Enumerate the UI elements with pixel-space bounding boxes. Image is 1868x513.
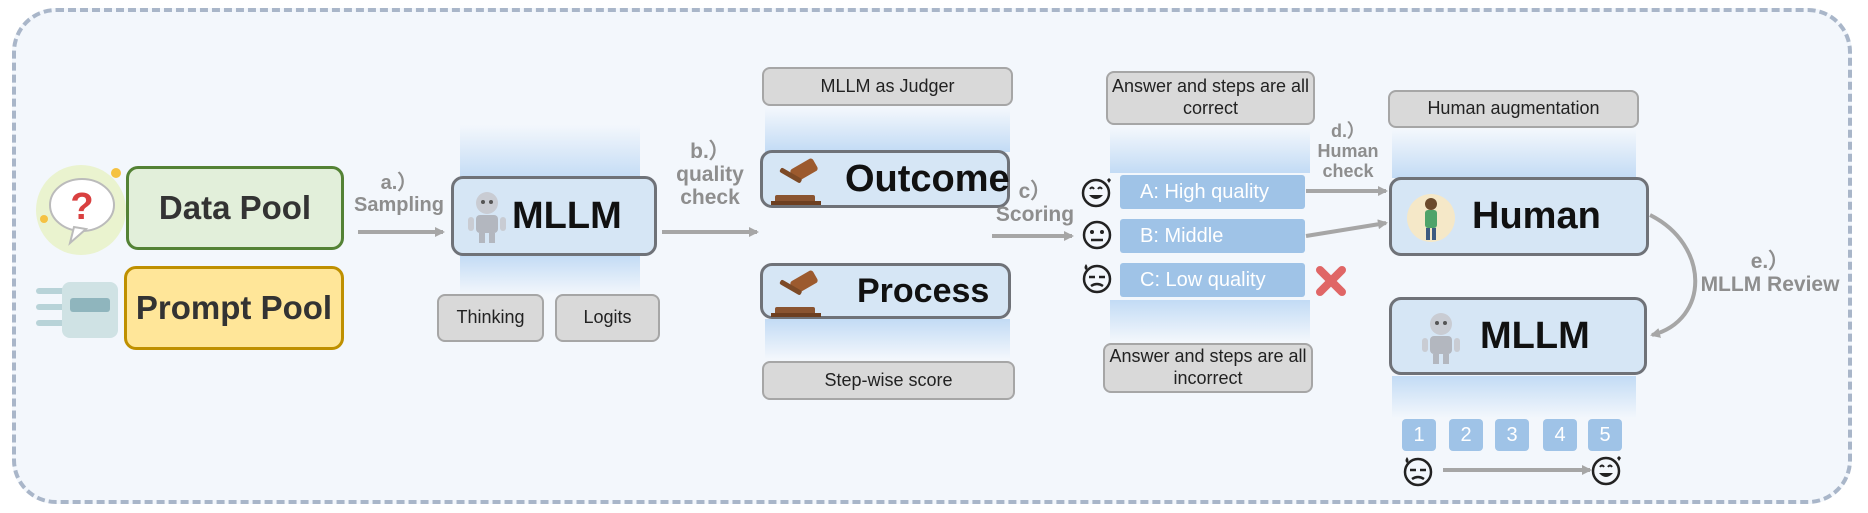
- rating-label: 5: [1599, 423, 1611, 446]
- quality-middle-bar: B: Middle: [1120, 219, 1305, 253]
- rating-box-1: 1: [1402, 419, 1436, 451]
- step-a-number: a.）: [380, 172, 418, 194]
- outcome-label: Outcome: [845, 157, 1010, 200]
- arrow-middle-to-human: [1305, 219, 1388, 238]
- human-glow: [1392, 130, 1636, 178]
- arrow-mllm-review: [1649, 213, 1698, 338]
- human-box: Human: [1389, 177, 1649, 256]
- step-score-label: Step-wise score: [824, 369, 953, 390]
- correct-note-tag: Answer and steps are all correct: [1106, 71, 1315, 125]
- data-pool-box: Data Pool: [126, 166, 344, 250]
- step-a-text: Sampling: [353, 194, 444, 216]
- incorrect-note-tag: Answer and steps are all incorrect: [1103, 343, 1313, 393]
- step-e-label: e.） MLLM Review: [1690, 250, 1850, 296]
- judger-label: MLLM as Judger: [820, 75, 955, 96]
- quality-low-label: C: Low quality: [1140, 268, 1266, 291]
- rating-label: 2: [1460, 423, 1472, 446]
- svg-text:?: ?: [70, 186, 93, 228]
- process-box: Process: [760, 263, 1011, 319]
- augmentation-tag: Human augmentation: [1388, 90, 1639, 128]
- mllm-glow-top: [460, 125, 640, 180]
- step-d-text-2: check: [1322, 160, 1374, 181]
- grin-face-icon: [1591, 456, 1621, 486]
- step-c-number: c）: [1018, 180, 1052, 203]
- quality-high-label: A: High quality: [1140, 180, 1269, 203]
- step-d-text-1: Human: [1317, 140, 1379, 161]
- quality-glow-bottom: [1110, 300, 1310, 342]
- sad-face-icon: [1082, 264, 1112, 294]
- question-bubble-icon: ?: [36, 165, 126, 255]
- quality-glow-top: [1110, 128, 1310, 173]
- mllm-label: MLLM: [512, 194, 622, 237]
- step-score-tag: Step-wise score: [762, 361, 1015, 400]
- robot-icon: [462, 189, 512, 255]
- judger-tag: MLLM as Judger: [762, 67, 1013, 106]
- mllm-box: MLLM: [451, 176, 657, 256]
- robot-icon: [1416, 310, 1466, 376]
- thinking-tag: Thinking: [437, 294, 544, 342]
- grin-face-icon: [1081, 178, 1111, 208]
- prompt-pool-box: Prompt Pool: [124, 266, 344, 350]
- data-pool-label: Data Pool: [158, 189, 312, 226]
- rating-box-3: 3: [1495, 419, 1529, 451]
- step-e-text: MLLM Review: [1700, 273, 1840, 297]
- mllm-glow-bottom: [460, 255, 640, 295]
- step-b-label: b.） quality check: [660, 140, 760, 209]
- logits-tag: Logits: [555, 294, 660, 342]
- human-label: Human: [1472, 195, 1601, 237]
- step-d-number: d.）: [1331, 121, 1365, 141]
- step-b-text-1: quality: [676, 163, 744, 187]
- outcome-box: Outcome: [760, 150, 1010, 208]
- correct-note-label: Answer and steps are all correct: [1111, 76, 1310, 118]
- review-glow: [1392, 376, 1636, 418]
- rating-box-4: 4: [1543, 419, 1577, 451]
- augmentation-label: Human augmentation: [1427, 98, 1600, 119]
- stack-icon: [34, 278, 120, 340]
- gavel-icon: [769, 269, 831, 328]
- step-b-number: b.）: [690, 140, 730, 163]
- cross-icon: [1316, 266, 1346, 296]
- rating-label: 4: [1554, 423, 1566, 446]
- incorrect-note-label: Answer and steps are all incorrect: [1109, 346, 1307, 388]
- step-a-label: a.） Sampling: [344, 172, 454, 216]
- gavel-icon: [769, 157, 831, 217]
- rating-label: 3: [1506, 423, 1518, 446]
- neutral-face-icon: [1082, 220, 1112, 250]
- process-label: Process: [857, 271, 990, 310]
- step-d-label: d.） Human check: [1310, 121, 1386, 181]
- rating-label: 1: [1413, 423, 1425, 446]
- prompt-pool-label: Prompt Pool: [135, 289, 333, 326]
- process-glow: [765, 319, 1010, 359]
- review-mllm-label: MLLM: [1480, 314, 1590, 357]
- quality-middle-label: B: Middle: [1140, 224, 1224, 247]
- rating-box-5: 5: [1588, 419, 1622, 451]
- quality-high-bar: A: High quality: [1120, 175, 1305, 209]
- logits-label: Logits: [583, 307, 632, 328]
- step-c-text: Scoring: [995, 203, 1075, 227]
- thinking-label: Thinking: [456, 307, 525, 328]
- outcome-glow: [765, 108, 1010, 152]
- quality-low-bar: C: Low quality: [1120, 263, 1305, 297]
- step-c-label: c） Scoring: [990, 180, 1080, 226]
- step-b-text-2: check: [680, 186, 740, 210]
- person-icon: [1406, 190, 1456, 256]
- step-e-number: e.）: [1750, 250, 1790, 273]
- sad-face-icon: [1403, 457, 1433, 487]
- rating-box-2: 2: [1449, 419, 1483, 451]
- review-mllm-box: MLLM: [1389, 297, 1647, 375]
